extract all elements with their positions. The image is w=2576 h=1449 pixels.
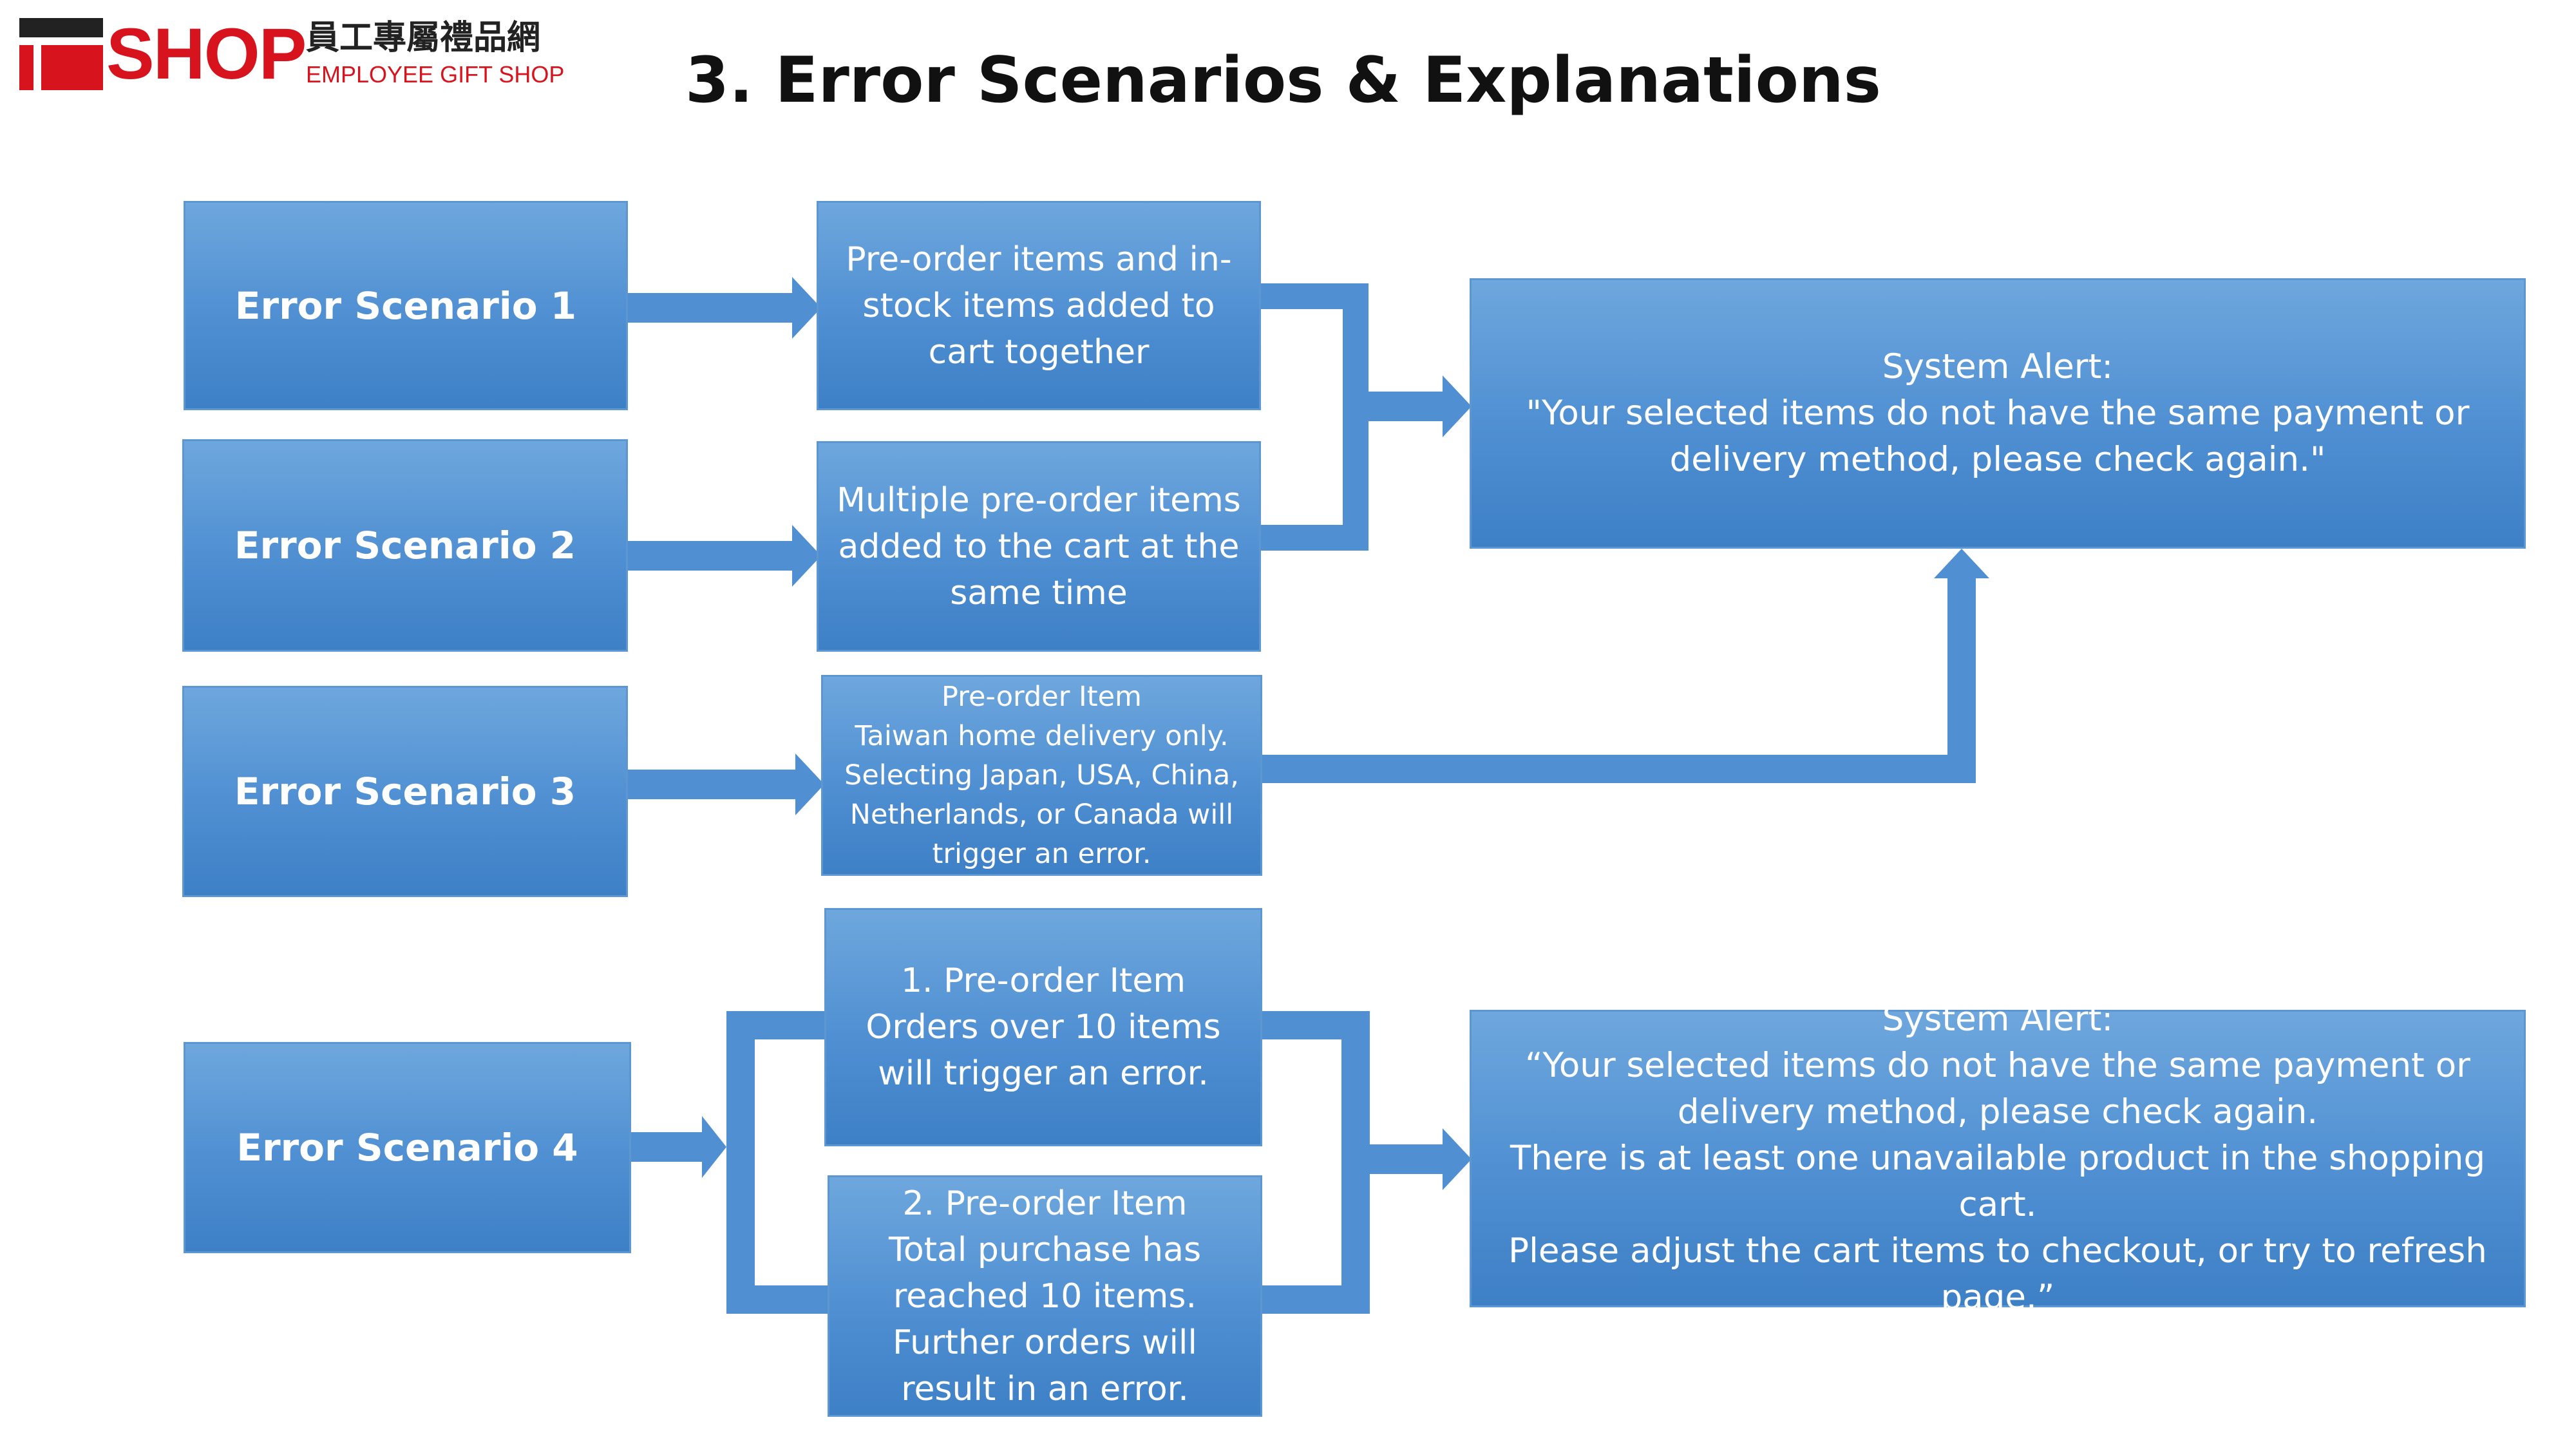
scenario-box-2: Error Scenario 2 — [182, 439, 628, 652]
connector-scenario-3-horizontal — [1262, 755, 1976, 783]
detail-text: Multiple pre-order items added to the ca… — [837, 480, 1241, 612]
page-title: 3. Error Scenarios & Explanations — [685, 44, 1882, 117]
logo-english-text: EMPLOYEE GIFT SHOP — [306, 61, 565, 88]
split-bracket-top — [726, 1011, 829, 1039]
arrow-scenario-2 — [628, 525, 821, 587]
system-alert-box-2: System Alert: “Your selected items do no… — [1470, 999, 2526, 1317]
arrow-scenario-1 — [628, 277, 821, 339]
arrow-up-to-alert-1 — [1934, 549, 1989, 578]
detail-text: 2. Pre-order Item Total purchase has rea… — [888, 1184, 1202, 1408]
detail-text: 1. Pre-order Item Orders over 10 items w… — [866, 961, 1221, 1093]
detail-text: Pre-order items and in-stock items added… — [846, 240, 1232, 372]
arrow-to-alert-2 — [1370, 1128, 1472, 1190]
arrow-scenario-3 — [628, 753, 824, 815]
logo-i-mark — [19, 18, 103, 90]
scenario-box-3: Error Scenario 3 — [182, 686, 628, 897]
scenario-label: Error Scenario 2 — [234, 524, 576, 567]
split-bracket-bottom — [726, 1285, 829, 1314]
detail-box-scenario-3: Pre-order Item Taiwan home delivery only… — [821, 675, 1262, 876]
scenario-label: Error Scenario 1 — [234, 283, 577, 328]
arrow-to-alert-1 — [1368, 375, 1472, 437]
scenario-box-4: Error Scenario 4 — [184, 1042, 631, 1253]
system-alert-text: System Alert: “Your selected items do no… — [1508, 999, 2487, 1317]
system-alert-box-1: System Alert: "Your selected items do no… — [1470, 278, 2526, 549]
merge-bracket-top-vertical — [1343, 283, 1368, 551]
detail-box-scenario-4a: 1. Pre-order Item Orders over 10 items w… — [824, 908, 1262, 1146]
detail-box-scenario-4b: 2. Pre-order Item Total purchase has rea… — [828, 1175, 1262, 1417]
ishop-logo: SHOP 員工專屬禮品網 EMPLOYEE GIFT SHOP — [19, 14, 564, 95]
detail-box-scenario-2: Multiple pre-order items added to the ca… — [817, 441, 1261, 652]
split-bracket-vertical — [726, 1011, 755, 1314]
logo-shop-text: SHOP — [106, 14, 307, 94]
logo-chinese-text: 員工專屬禮品網 — [306, 19, 541, 57]
scenario-box-1: Error Scenario 1 — [184, 201, 628, 410]
scenario-label: Error Scenario 3 — [234, 770, 576, 813]
detail-text: Pre-order Item Taiwan home delivery only… — [844, 680, 1239, 870]
arrow-scenario-4 — [631, 1116, 726, 1178]
system-alert-text: System Alert: "Your selected items do no… — [1526, 347, 2470, 479]
scenario-label: Error Scenario 4 — [236, 1126, 578, 1170]
detail-box-scenario-1: Pre-order items and in-stock items added… — [817, 201, 1261, 410]
merge-bracket-right-vertical — [1341, 1011, 1370, 1314]
connector-scenario-3-vertical — [1947, 576, 1976, 783]
